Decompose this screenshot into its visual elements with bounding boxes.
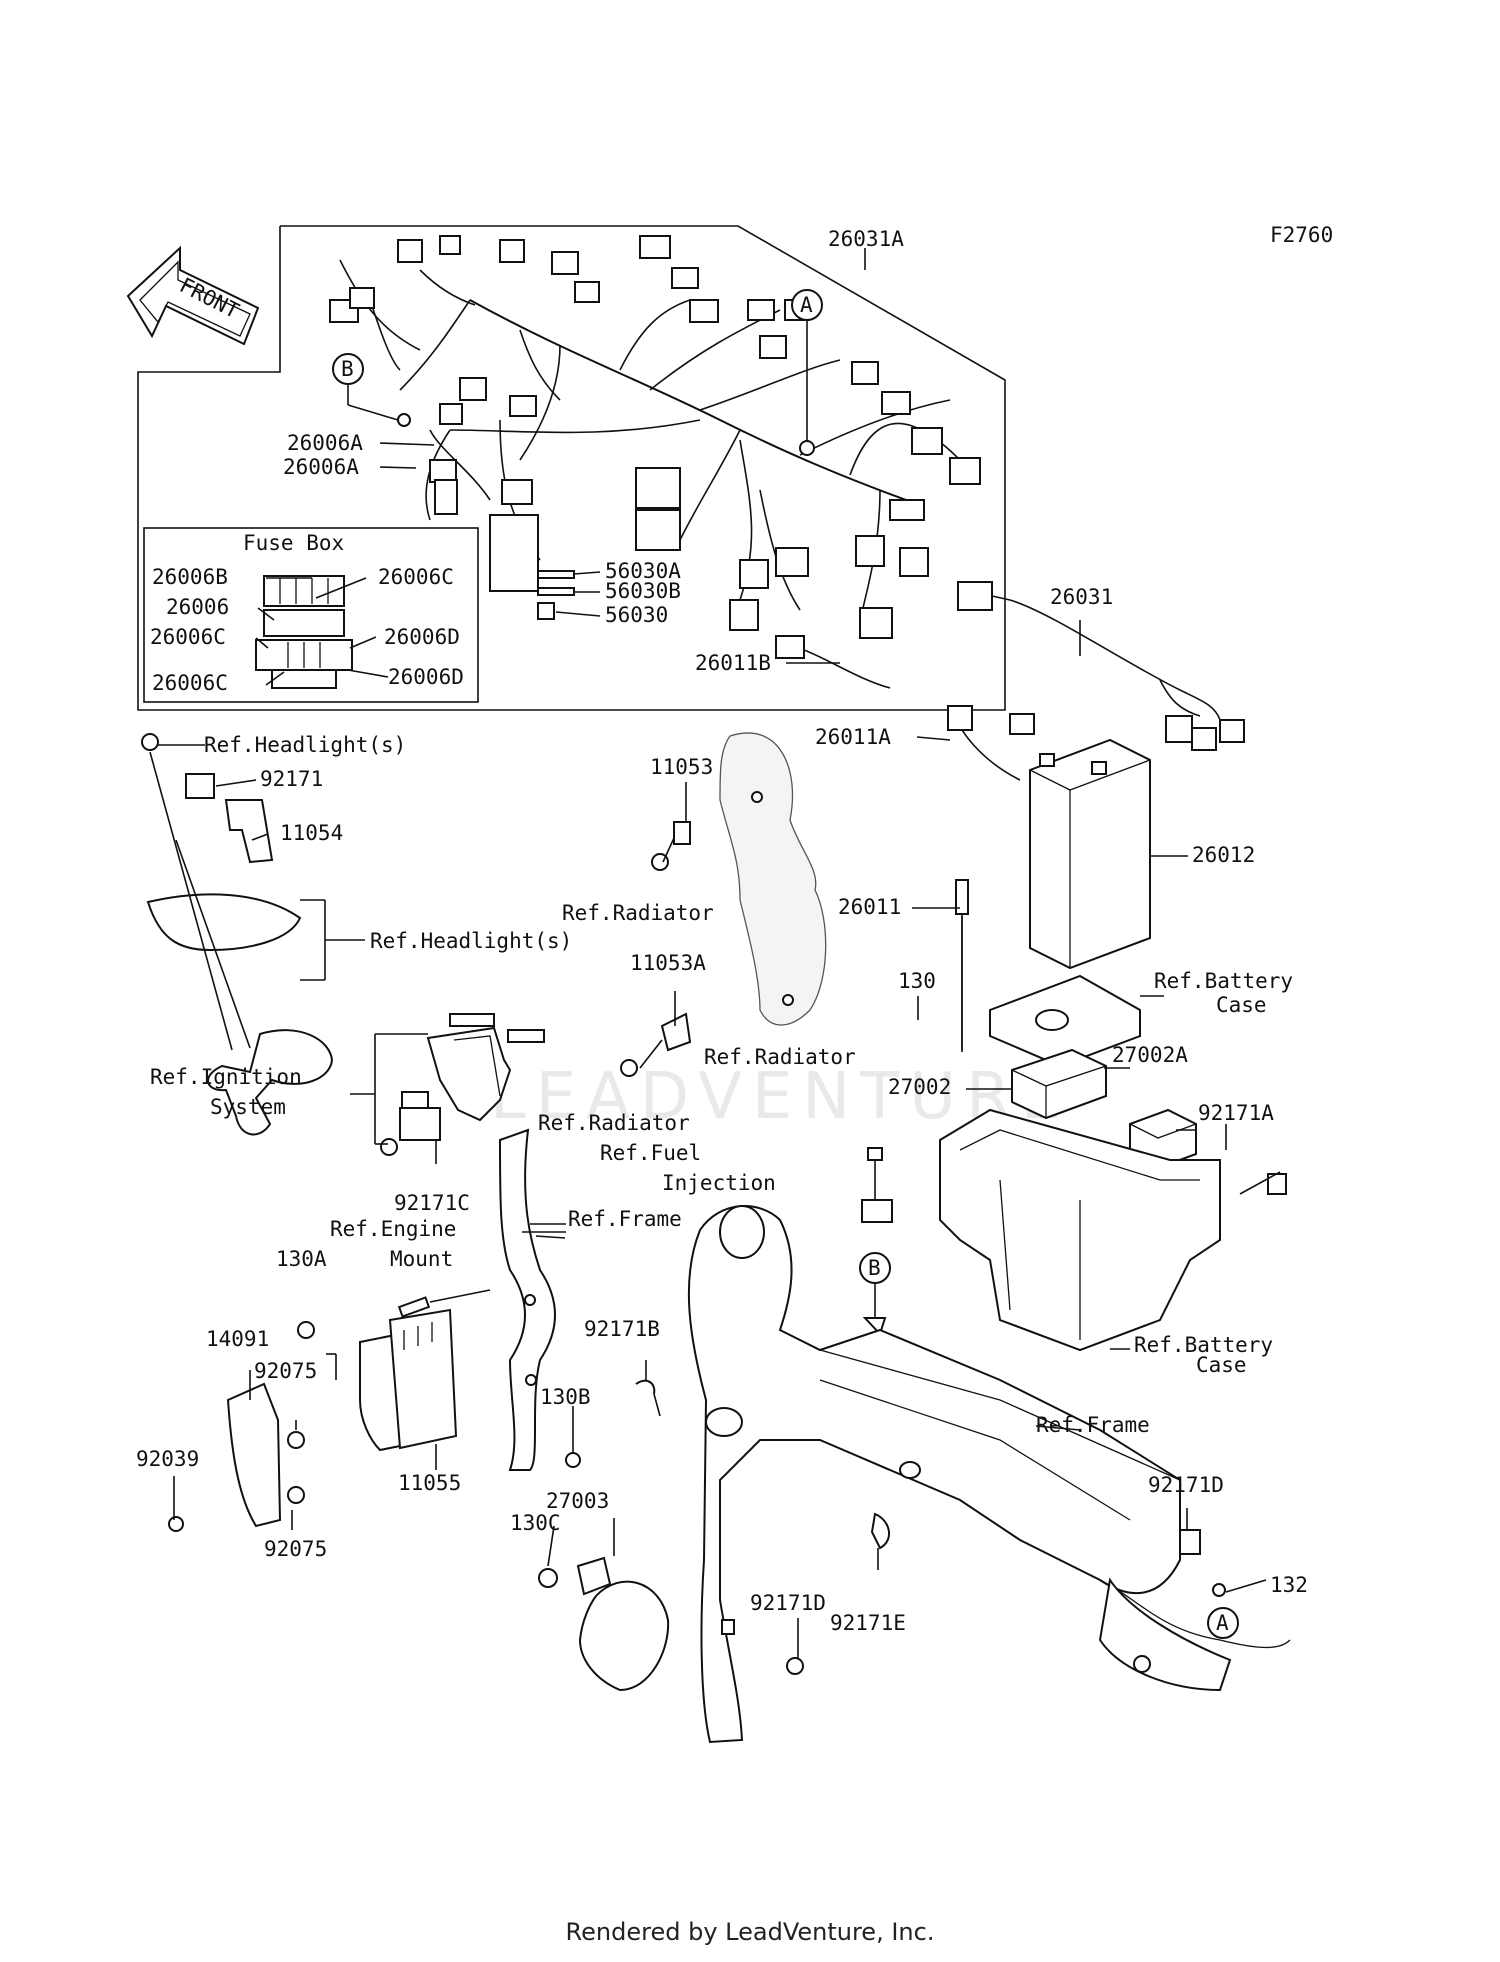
label-130B: 130B [540,1385,591,1409]
label-92171C: 92171C [394,1191,470,1215]
ref-headlight-1: Ref.Headlight(s) [204,733,406,757]
leader-lines [158,248,1281,1658]
sub-harness-26031 [957,581,1245,751]
label-26006D-2: 26006D [388,665,464,689]
label-56030: 56030 [605,603,668,627]
label-130A: 130A [276,1247,327,1271]
regulator-area [168,1289,491,1532]
battery-case-cover [989,974,1141,1068]
ref-engine-mount-2: Mount [390,1247,453,1271]
bracket-11053 [651,821,691,871]
label-26006C-2: 26006C [150,625,226,649]
label-26011: 26011 [838,895,901,919]
frame-left-strip [498,1128,556,1471]
label-26006C-1: 26006C [378,565,454,589]
label-56030B: 56030B [605,579,681,603]
small-clamps [565,1379,1226,1675]
horn-27003 [538,1556,670,1692]
callout-b-harness: B [332,353,411,427]
label-26006D-1: 26006D [384,625,460,649]
label-27002A: 27002A [1112,1043,1188,1067]
ignition-bracket [380,1013,545,1156]
label-92171A: 92171A [1198,1101,1274,1125]
label-11055: 11055 [398,1471,461,1495]
label-27002: 27002 [888,1075,951,1099]
label-130C: 130C [510,1511,561,1535]
label-26006: 26006 [166,595,229,619]
svg-text:A: A [800,293,813,317]
label-26006A-1: 26006A [287,431,363,455]
ref-fuel-1: Ref.Fuel [600,1141,701,1165]
battery-lead-26011 [955,879,969,1052]
label-11053: 11053 [650,755,713,779]
ref-battery-case-1b: Case [1216,993,1267,1017]
label-26011B: 26011B [695,651,771,675]
radiator-guard [719,732,827,1026]
ref-battery-case-2b: Case [1196,1353,1247,1377]
ref-ignition-1: Ref.Ignition [150,1065,302,1089]
label-11054: 11054 [280,821,343,845]
label-27003: 27003 [546,1489,609,1513]
label-130: 130 [898,969,936,993]
harness-outline [137,225,1006,711]
battery-26012 [947,705,1151,970]
label-26031: 26031 [1050,585,1113,609]
label-26031A: 26031A [828,227,904,251]
harness-connectors [329,235,981,639]
ref-engine-mount-1: Ref.Engine [330,1217,456,1241]
reference-labels: Ref.Headlight(s) Ref.Headlight(s) Ref.Ra… [150,733,1293,1437]
label-92171D-2: 92171D [1148,1473,1224,1497]
svg-text:B: B [341,357,354,381]
label-14091: 14091 [206,1327,269,1351]
ref-battery-case-1a: Ref.Battery [1154,969,1293,993]
callout-a-frame: A [1207,1607,1239,1639]
fuse-box-title: Fuse Box [243,531,344,555]
label-26011A: 26011A [815,725,891,749]
ref-radiator-3: Ref.Radiator [538,1111,690,1135]
fuse-box-panel: Fuse Box [143,527,479,703]
headlight-bracket [141,733,334,1136]
svg-text:B: B [868,1256,881,1280]
footer-credit: Rendered by LeadVenture, Inc. [565,1918,935,1946]
ref-ignition-2: System [210,1095,286,1119]
label-26006A-2: 26006A [283,455,359,479]
callout-a-harness: A [791,289,823,456]
label-92075-2: 92075 [264,1537,327,1561]
label-26012: 26012 [1192,843,1255,867]
lead-26011B [775,635,891,689]
svg-text:A: A [1216,1611,1229,1635]
figure-code: F2760 [1270,223,1333,247]
label-92171: 92171 [260,767,323,791]
part-labels: 26031A 26006A 26006A 26006B 26006C 26006… [136,227,1308,1635]
label-26006C-3: 26006C [152,671,228,695]
label-92171D-1: 92171D [750,1591,826,1615]
ref-radiator-1: Ref.Radiator [562,901,714,925]
label-92075-1: 92075 [254,1359,317,1383]
ref-battery-case-2a: Ref.Battery [1134,1333,1273,1357]
label-92171E: 92171E [830,1611,906,1635]
connector-tags-56030 [537,570,575,620]
bracket-11053A [620,1012,692,1077]
ref-fuel-2: Injection [662,1171,776,1195]
fuel-injection-sensor: B [859,1147,893,1336]
label-132: 132 [1270,1573,1308,1597]
watermark: LEADVENTURE [490,1060,1071,1134]
frame [687,1205,1291,1744]
label-11053A: 11053A [630,951,706,975]
label-56030A: 56030A [605,559,681,583]
label-92039: 92039 [136,1447,199,1471]
ref-frame-2: Ref.Frame [1036,1413,1150,1437]
front-arrow-icon: FRONT [126,245,260,346]
ecu-27002 [1011,1048,1107,1120]
ref-frame-1: Ref.Frame [568,1207,682,1231]
label-92171B: 92171B [584,1317,660,1341]
ref-headlight-2: Ref.Headlight(s) [370,929,572,953]
ref-radiator-2: Ref.Radiator [704,1045,856,1069]
battery-case-body [939,1108,1287,1352]
label-26006B: 26006B [152,565,228,589]
